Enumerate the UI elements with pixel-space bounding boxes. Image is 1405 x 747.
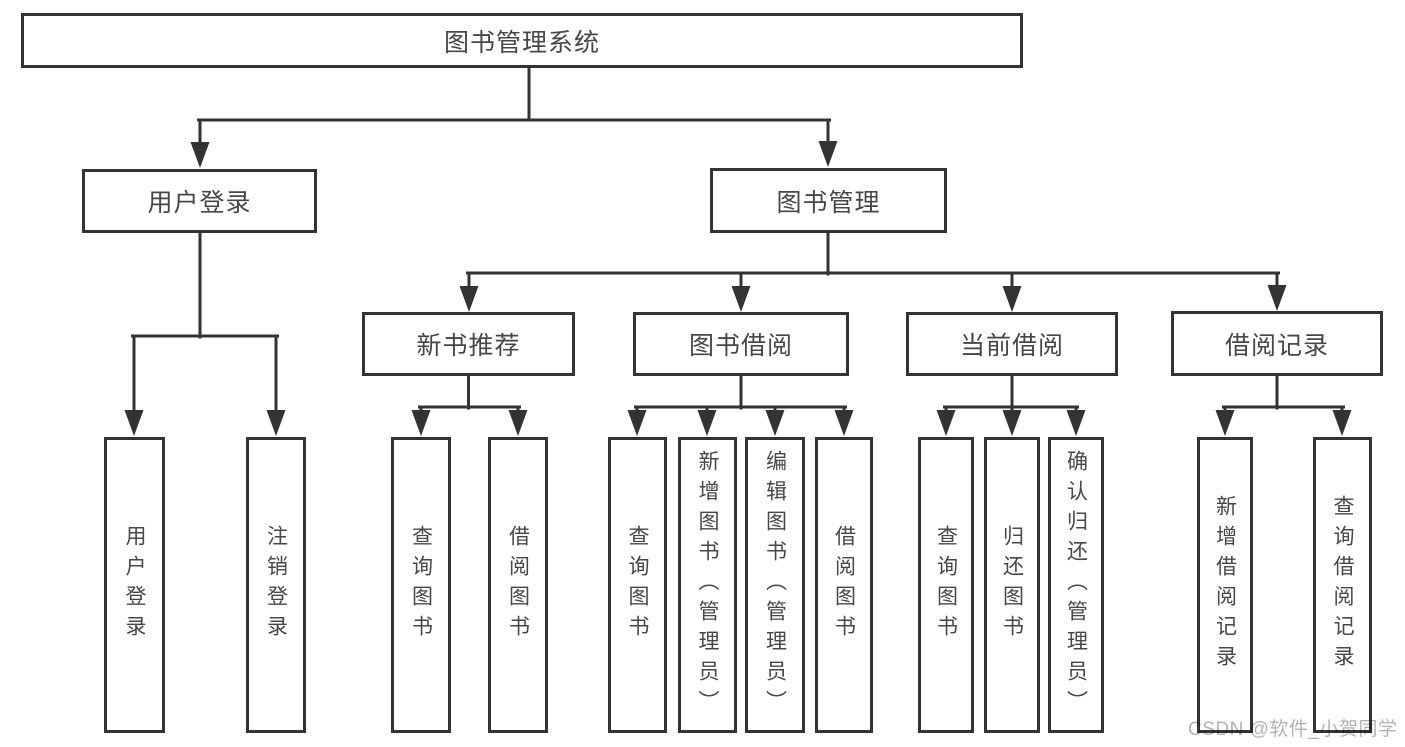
leaf-query-books-borrowing-label: 查询图书 [626, 525, 649, 645]
leaf-user-login: 用户登录 [104, 437, 165, 733]
leaf-borrow-books-borrowing-label: 借阅图书 [832, 525, 856, 645]
node-book-borrowing: 图书借阅 [633, 312, 849, 376]
node-root: 图书管理系统 [21, 13, 1023, 68]
leaf-user-login-label: 用户登录 [123, 525, 146, 645]
leaf-query-books-borrowing: 查询图书 [608, 437, 667, 733]
leaf-logout: 注销登录 [246, 437, 306, 733]
leaf-add-book-admin-label: 新增图书（管理员） [696, 450, 719, 720]
node-book-management-label: 图书管理 [776, 188, 881, 217]
leaf-query-books-current-label: 查询图书 [934, 525, 958, 645]
leaf-edit-book-admin: 编辑图书（管理员） [745, 437, 805, 733]
node-root-label: 图书管理系统 [443, 28, 600, 57]
leaf-confirm-return-admin-label: 确认归还（管理员） [1064, 450, 1088, 720]
leaf-return-books: 归还图书 [984, 437, 1040, 733]
leaf-add-borrow-record-label: 新增借阅记录 [1213, 495, 1237, 675]
node-book-management: 图书管理 [710, 168, 947, 233]
node-borrowing-records-label: 借阅记录 [1224, 331, 1329, 360]
node-current-borrowing: 当前借阅 [906, 312, 1118, 376]
node-book-borrowing-label: 图书借阅 [688, 332, 793, 360]
leaf-confirm-return-admin: 确认归还（管理员） [1048, 437, 1104, 733]
node-new-book-recommend-label: 新书推荐 [416, 332, 521, 360]
leaf-borrow-books-recommend: 借阅图书 [488, 437, 548, 733]
arrowheads [124, 141, 1352, 436]
node-new-book-recommend: 新书推荐 [362, 312, 575, 376]
node-borrowing-records: 借阅记录 [1171, 311, 1383, 376]
leaf-add-book-admin: 新增图书（管理员） [678, 437, 737, 733]
leaf-query-books-recommend-label: 查询图书 [409, 525, 433, 645]
leaf-add-borrow-record: 新增借阅记录 [1197, 437, 1253, 733]
node-current-borrowing-label: 当前借阅 [959, 332, 1064, 360]
node-user-login-label: 用户登录 [147, 189, 252, 217]
csdn-watermark: CSDN @软件_小贺同学 [1188, 719, 1398, 740]
leaf-edit-book-admin-label: 编辑图书（管理员） [763, 450, 787, 720]
leaf-borrow-books-recommend-label: 借阅图书 [506, 525, 530, 645]
leaf-query-borrow-record-label: 查询借阅记录 [1331, 495, 1354, 675]
leaf-query-borrow-record: 查询借阅记录 [1313, 437, 1372, 733]
leaf-query-books-recommend: 查询图书 [391, 437, 451, 733]
leaf-borrow-books-borrowing: 借阅图书 [815, 437, 873, 733]
leaf-logout-label: 注销登录 [264, 525, 288, 645]
leaf-return-books-label: 归还图书 [1000, 525, 1024, 645]
leaf-query-books-current: 查询图书 [918, 437, 974, 733]
node-user-login: 用户登录 [82, 169, 317, 233]
